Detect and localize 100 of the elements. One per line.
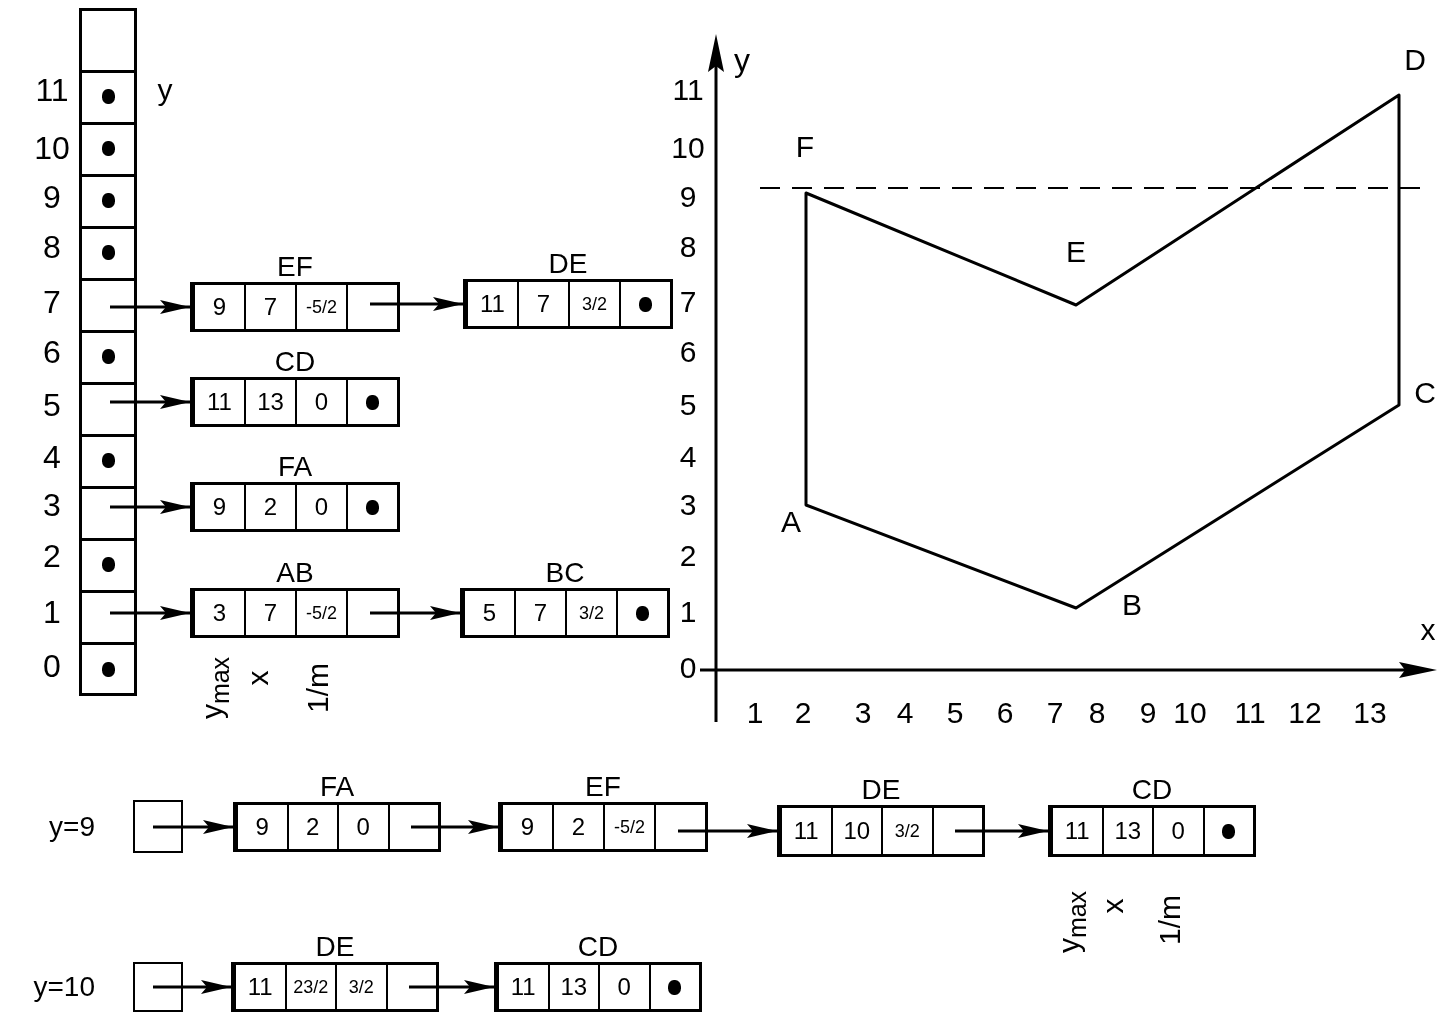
tick-label: 9 xyxy=(679,182,697,212)
tick-label: 8 xyxy=(1088,698,1106,728)
tick-label: 2 xyxy=(794,698,812,728)
field-value: 11 xyxy=(207,388,232,416)
tick-label: 3 xyxy=(854,698,872,728)
arrow xyxy=(955,824,1048,838)
field-value: 11 xyxy=(1064,817,1090,845)
field-value: 11 xyxy=(510,973,536,1001)
record-label: BC xyxy=(544,557,586,589)
tick-label: 4 xyxy=(896,698,914,728)
arrow xyxy=(411,820,498,834)
row-index-label: 6 xyxy=(43,336,61,368)
row-index-label: 10 xyxy=(34,132,70,164)
tick-label: 13 xyxy=(1353,698,1387,728)
field-value: 0 xyxy=(1171,817,1185,845)
tick-label: 10 xyxy=(671,133,705,163)
arrow xyxy=(370,606,460,620)
vertex-label: E xyxy=(1066,237,1086,267)
row-index-label: 7 xyxy=(43,286,61,318)
field-value: 13 xyxy=(257,388,284,416)
vertex-label: C xyxy=(1414,378,1436,408)
tick-label: 12 xyxy=(1288,698,1322,728)
tick-label: 4 xyxy=(679,442,697,472)
arrow xyxy=(153,820,233,834)
row-index-label: 11 xyxy=(35,74,69,106)
field-value: 9 xyxy=(255,813,269,841)
vertex-label: A xyxy=(781,507,801,537)
record-label: EF xyxy=(276,251,314,283)
row-index-label: 1 xyxy=(43,596,61,628)
axis-name-label: y xyxy=(157,75,173,105)
field-value: 3 xyxy=(212,599,227,627)
field-value: 3/2 xyxy=(579,602,604,624)
row-index-label: 5 xyxy=(43,389,61,421)
record-label: DE xyxy=(860,774,902,806)
arrow xyxy=(678,824,777,838)
record-label: EF xyxy=(584,771,622,803)
arrow xyxy=(110,606,190,620)
field-value: 13 xyxy=(1114,817,1142,845)
row-index-label: 3 xyxy=(43,489,61,521)
field-value: 9 xyxy=(520,813,535,841)
row-index-label: 9 xyxy=(43,181,61,213)
arrow xyxy=(110,500,190,514)
field-value: 7 xyxy=(263,293,278,321)
field-value: 2 xyxy=(306,813,320,841)
field-value: 10 xyxy=(843,817,871,845)
field-value: 23/2 xyxy=(293,976,329,998)
row-index-label: 0 xyxy=(43,650,61,682)
field-value: 11 xyxy=(247,973,273,1001)
tick-label: 6 xyxy=(679,337,697,367)
vertex-label: B xyxy=(1122,590,1142,620)
tick-label: 10 xyxy=(1173,698,1207,728)
row-label: y=10 xyxy=(33,971,95,1003)
field-value: 9 xyxy=(212,493,227,521)
row-index-label: 8 xyxy=(43,231,61,263)
field-value: 2 xyxy=(263,493,278,521)
field-value: 9 xyxy=(212,293,227,321)
tick-label: 1 xyxy=(746,698,764,728)
field-value: 0 xyxy=(314,388,329,416)
field-value: 0 xyxy=(356,813,370,841)
tick-label: 0 xyxy=(679,653,697,683)
record-label: FA xyxy=(276,451,314,483)
record-label: CD xyxy=(576,931,620,963)
axis-name-label: y xyxy=(734,44,750,76)
row-label: y=9 xyxy=(49,810,95,843)
field-name-label: 1/m xyxy=(303,663,333,713)
field-value: -5/2 xyxy=(614,816,645,838)
record-label: DE xyxy=(547,248,589,280)
tick-label: 9 xyxy=(1139,698,1157,728)
arrow xyxy=(110,395,190,409)
field-value: 7 xyxy=(536,290,551,318)
tick-label: 5 xyxy=(679,390,697,420)
tick-label: 1 xyxy=(679,597,697,627)
tick-label: 8 xyxy=(679,232,697,262)
record-label: AB xyxy=(275,557,315,589)
field-value: 0 xyxy=(617,973,631,1001)
tick-label: 2 xyxy=(679,541,697,571)
field-value: 11 xyxy=(480,290,505,318)
record-label: CD xyxy=(1130,774,1174,806)
vertex-label: F xyxy=(795,132,815,162)
tick-label: 7 xyxy=(1046,698,1064,728)
row-index-label: 4 xyxy=(43,441,61,473)
row-index-label: 2 xyxy=(43,540,61,572)
record-label: FA xyxy=(318,771,356,803)
field-value: -5/2 xyxy=(306,296,337,318)
field-value: 13 xyxy=(560,973,588,1001)
field-value: 11 xyxy=(793,817,819,845)
tick-label: 7 xyxy=(679,287,697,317)
field-name-label: 1/m xyxy=(1155,895,1185,945)
vertex-label: D xyxy=(1404,45,1426,75)
field-value: 2 xyxy=(571,813,586,841)
field-name-label: x xyxy=(1098,898,1128,914)
field-value: 5 xyxy=(482,599,497,627)
tick-label: 11 xyxy=(1234,698,1266,728)
arrow xyxy=(110,300,190,314)
record-label: DE xyxy=(314,931,356,963)
tick-label: 3 xyxy=(679,490,697,520)
arrow xyxy=(370,297,463,311)
arrow xyxy=(409,980,494,994)
tick-label: 11 xyxy=(672,75,704,105)
field-value: -5/2 xyxy=(306,602,337,624)
